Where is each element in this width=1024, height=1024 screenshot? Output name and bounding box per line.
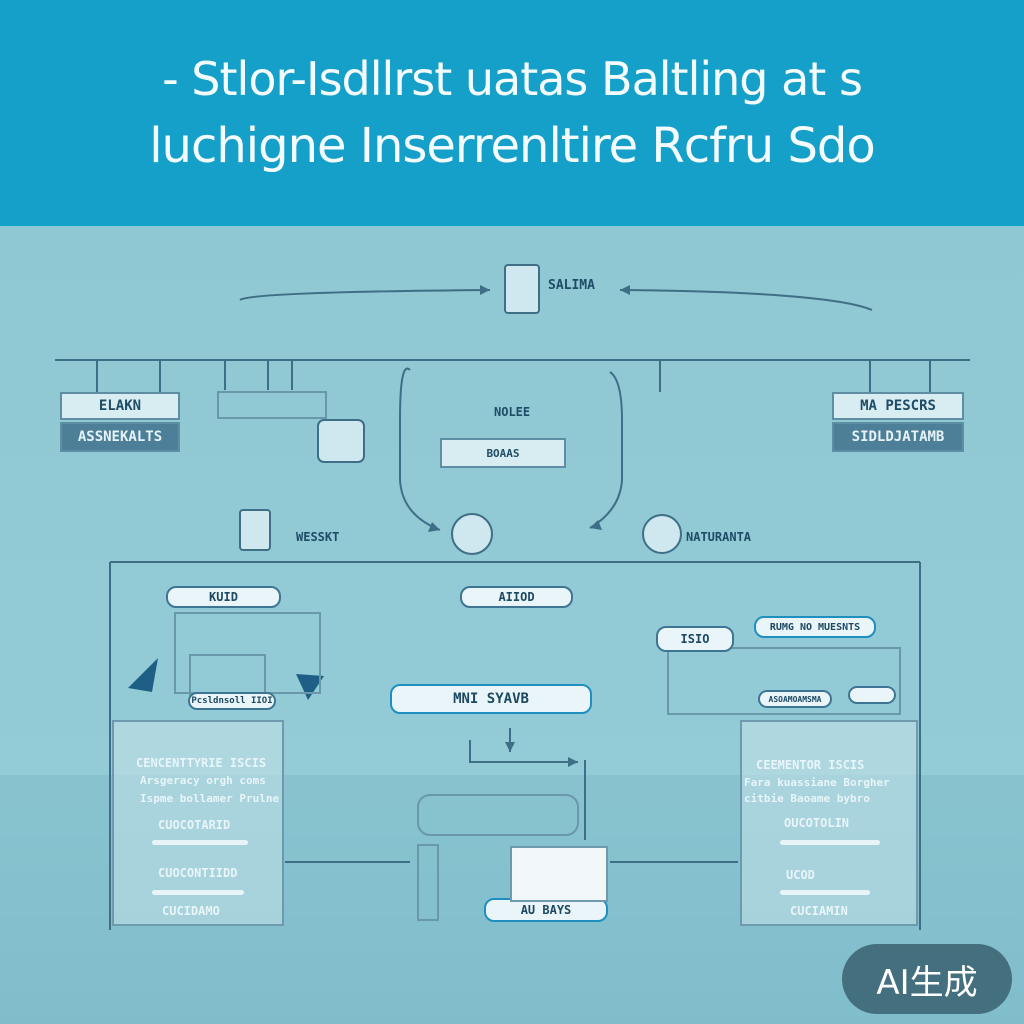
left-panel-item-1: CUOCOTARID [158, 818, 231, 832]
top-node-label: SALIMA [548, 278, 595, 293]
pill-center-top[interactable]: AIIOD [460, 586, 573, 608]
right-panel-bar-2 [780, 890, 870, 895]
right-panel-bar-1 [780, 840, 880, 845]
left-box-top: ELAKN [60, 392, 180, 420]
pill-left-caption: Pcsldnsoll IIOI [188, 692, 276, 710]
pill-right-small[interactable]: ISIO [656, 626, 734, 652]
left-panel-text-3: Ispme bollamer Prulne [140, 792, 280, 805]
header-banner: - Stlor-Isdllrst uatas Baltling at s luc… [0, 0, 1024, 226]
pill-center-main[interactable]: MNI SYAVB [390, 684, 592, 714]
right-panel-item-1: OUCOTOLIN [784, 816, 850, 830]
pill-right-low[interactable]: ASOAMOAMSMA [758, 690, 832, 708]
right-box-bottom: SIDLDJATAMB [832, 422, 964, 452]
center-node-label: NOLEE [494, 405, 531, 419]
pill-right-field[interactable]: RUMG NO MUESNTS [754, 616, 876, 638]
right-panel-text-1: CEEMENTOR ISCIS [756, 758, 865, 772]
pill-right-tiny[interactable] [848, 686, 896, 704]
right-panel-item-3: CUCIAMIN [790, 904, 848, 918]
left-panel-item-3: CUCIDAMO [162, 904, 220, 918]
right-box-top: MA PESCRS [832, 392, 964, 420]
right-panel-text-3: citbie Baoame bybro [744, 792, 870, 805]
left-panel-bar-1 [152, 840, 248, 845]
mid-label-left: WESSKT [296, 530, 340, 544]
left-panel-text-1: CENCENTTYRIE ISCIS [136, 756, 267, 770]
title-line-1: - Stlor-Isdllrst uatas Baltling at s [162, 52, 863, 106]
left-panel-text-2: Arsgeracy orgh coms [140, 774, 266, 787]
left-panel-item-2: CUOCONTIIDD [158, 866, 238, 880]
right-panel-item-2: UCOD [786, 868, 815, 882]
mid-label-right: NATURANTA [686, 530, 752, 544]
ai-generated-badge: AI生成 [842, 944, 1012, 1014]
right-panel-text-2: Fara kuassiane Borgher [744, 776, 890, 789]
bottom-doc-card [510, 846, 608, 902]
left-box-bottom: ASSNEKALTS [60, 422, 180, 452]
title-line-2: luchigne Inserrenltire Rcfru Sdo [149, 118, 876, 174]
left-panel-bar-2 [152, 890, 244, 895]
pill-left-top[interactable]: KUID [166, 586, 281, 608]
center-box: BOAAS [440, 438, 566, 468]
